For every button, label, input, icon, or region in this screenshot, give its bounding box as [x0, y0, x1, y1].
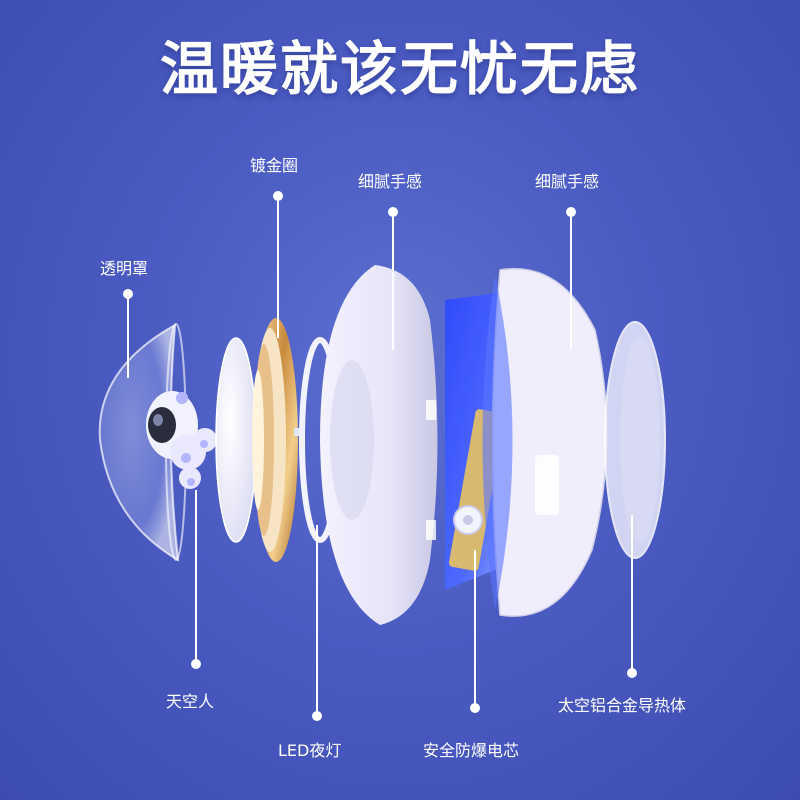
astronaut-figure — [146, 391, 217, 489]
label-astronaut: 天空人 — [166, 692, 215, 711]
back-shell-part — [482, 268, 608, 617]
label-battery-core: 安全防爆电芯 — [423, 741, 520, 760]
label-clear-cover: 透明罩 — [100, 259, 149, 278]
gold-ring-part — [252, 318, 300, 562]
label-led-light: LED夜灯 — [278, 741, 342, 760]
label-smooth-touch-front: 细腻手感 — [358, 172, 423, 191]
front-shell-part — [320, 265, 438, 625]
leader-lines — [123, 191, 637, 721]
headline: 温暖就该无忧无虑 — [159, 35, 640, 103]
label-smooth-touch-back: 细腻手感 — [535, 172, 600, 191]
white-disc-part — [215, 337, 257, 543]
label-gold-ring: 镀金圈 — [250, 156, 299, 175]
heat-sink-part — [604, 321, 666, 559]
label-heat-sink: 太空铝合金导热体 — [558, 696, 687, 715]
